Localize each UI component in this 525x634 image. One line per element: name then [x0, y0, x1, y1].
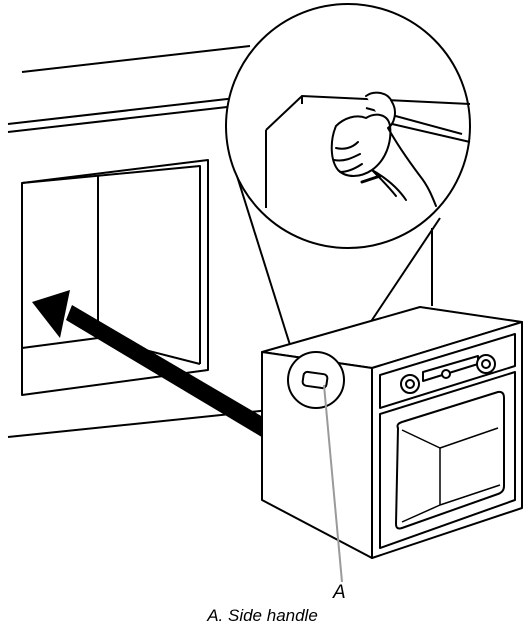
- install-direction-arrow: [32, 290, 270, 442]
- figure-caption: A. Side handle: [207, 606, 318, 625]
- hand-gripping-handle: [330, 91, 437, 207]
- niche-inner-depth: [21, 165, 201, 364]
- cabinet-shelf-line-lower: [7, 105, 237, 133]
- built-in-oven: [261, 306, 523, 559]
- oven-indicator: [441, 369, 451, 379]
- cabinet-niche: [7, 45, 436, 438]
- oven-knob-right-inner: [481, 359, 491, 369]
- niche-floor-edge: [21, 337, 99, 349]
- cabinet-shelf-line-upper: [7, 97, 237, 125]
- oven-door-window: [395, 390, 505, 530]
- oven-knob-left-inner: [405, 379, 415, 389]
- magnified-detail: [225, 3, 471, 249]
- cabinet-top-line: [21, 45, 251, 73]
- niche-opening: [21, 159, 209, 396]
- callout-letter-a: A: [332, 582, 346, 603]
- callout-leader-line: [323, 384, 343, 583]
- side-handle: [301, 370, 329, 390]
- side-handle-highlight: [287, 351, 345, 409]
